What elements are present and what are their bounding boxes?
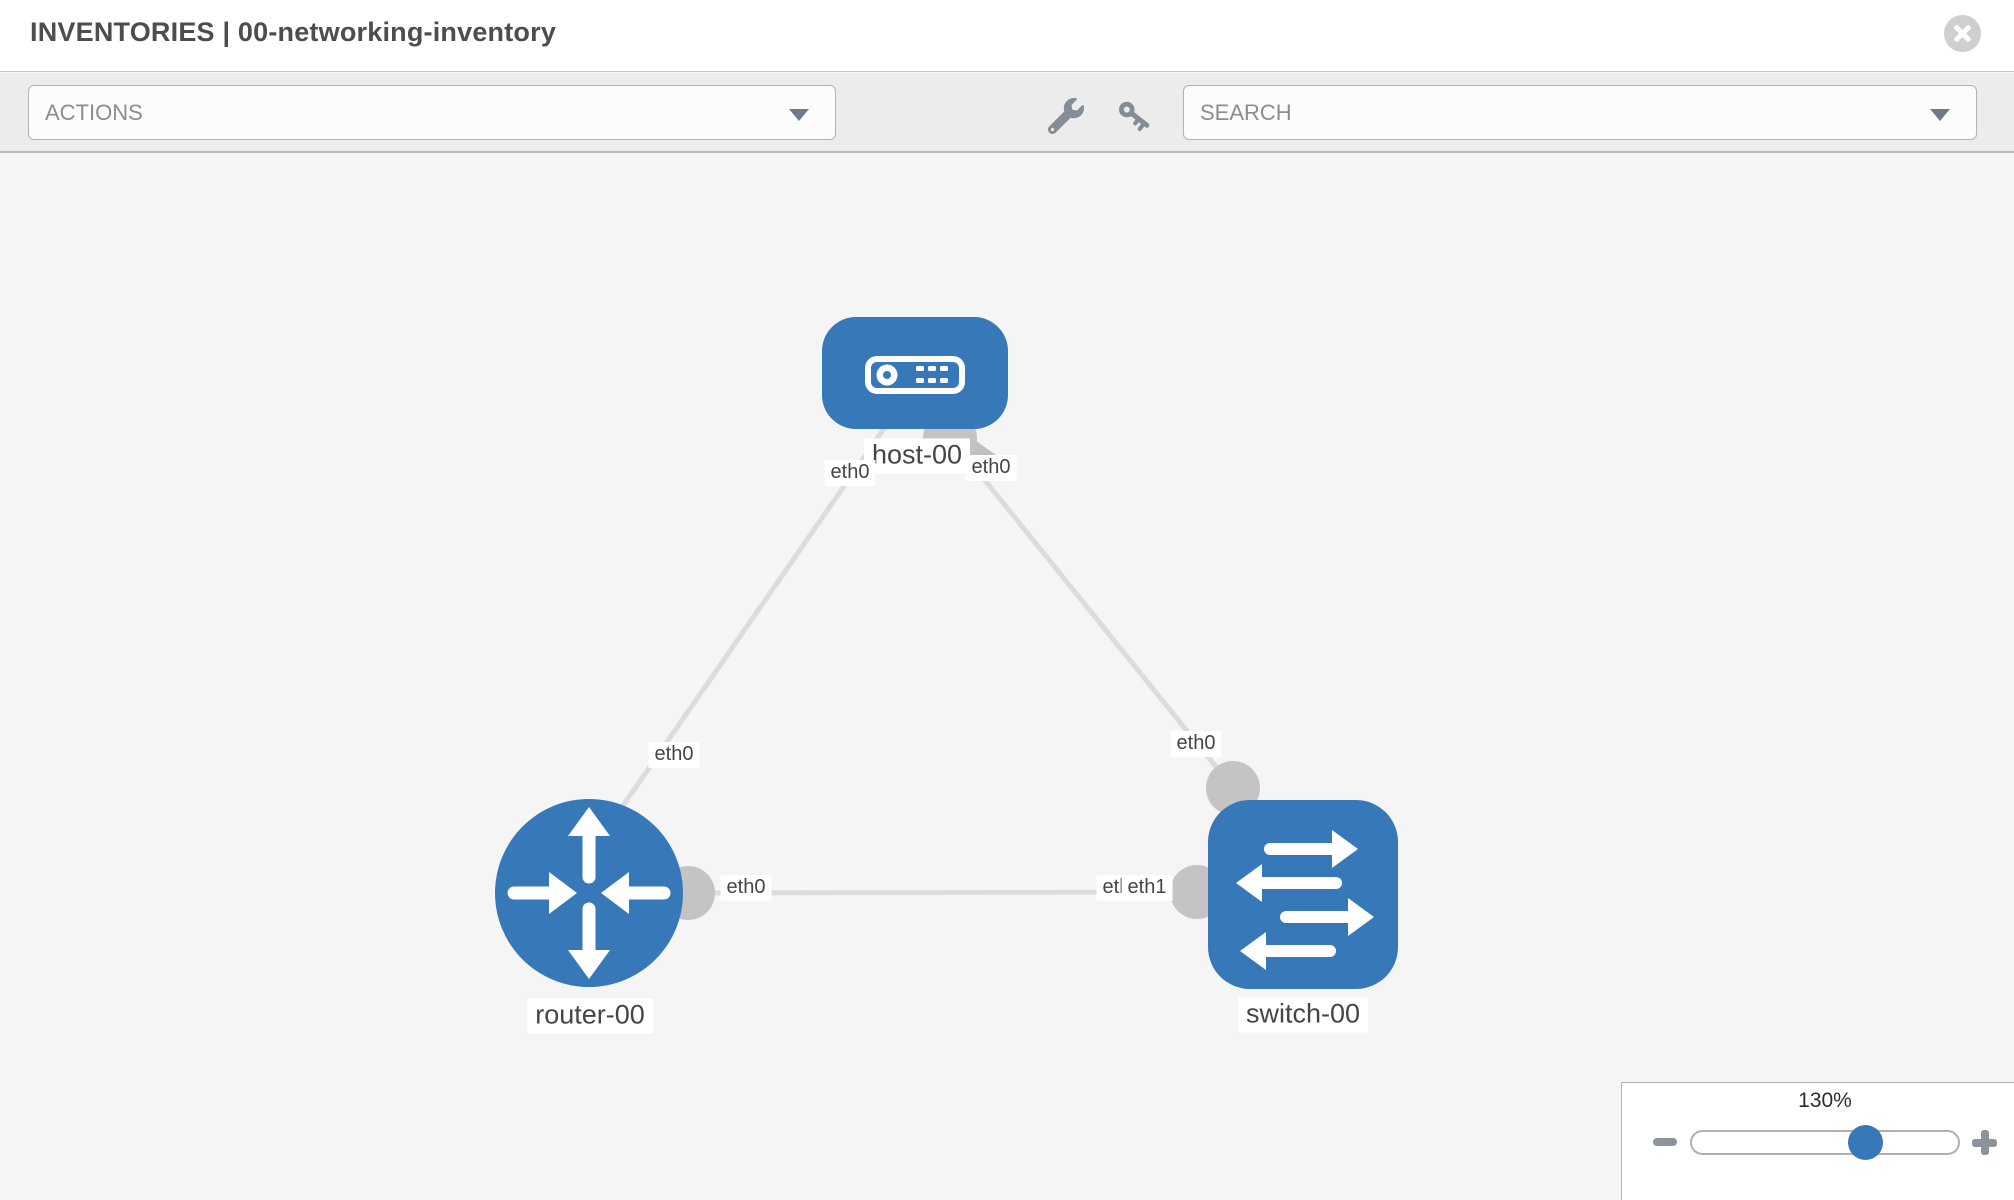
tools-button[interactable] xyxy=(1043,93,1089,139)
zoom-panel: 130% xyxy=(1621,1082,2014,1200)
node-label-switch: switch-00 xyxy=(1237,997,1369,1033)
topology-canvas[interactable]: host-00 router-00 switch-00 eth0 eth0 et… xyxy=(0,155,2014,1200)
zoom-slider-thumb[interactable] xyxy=(1848,1125,1883,1160)
search-dropdown-label: SEARCH xyxy=(1200,100,1292,125)
wrench-icon xyxy=(1048,98,1084,134)
chevron-down-icon xyxy=(789,109,809,121)
router-icon xyxy=(507,807,671,979)
close-button[interactable] xyxy=(1944,15,1981,52)
zoom-out-button[interactable] xyxy=(1653,1138,1677,1146)
toolbar: ACTIONS SEARCH xyxy=(0,73,2014,153)
plus-icon xyxy=(1980,1130,1989,1155)
titlebar: INVENTORIES | 00-networking-inventory xyxy=(0,0,2014,72)
key-icon xyxy=(1119,101,1150,132)
zoom-in-button[interactable] xyxy=(1972,1130,1997,1155)
if-label-switch-to-router: eth1 xyxy=(1121,875,1173,901)
if-label-host-to-router: eth0 xyxy=(824,460,876,486)
node-router-00[interactable] xyxy=(495,799,683,987)
node-switch-00[interactable] xyxy=(1208,800,1398,989)
link-host-switch xyxy=(948,435,1235,790)
actions-dropdown[interactable]: ACTIONS xyxy=(28,85,836,140)
page-title: INVENTORIES | 00-networking-inventory xyxy=(30,17,557,47)
actions-dropdown-label: ACTIONS xyxy=(45,100,143,125)
if-label-switch-to-host: eth0 xyxy=(1170,731,1222,757)
chevron-down-icon xyxy=(1930,109,1950,121)
switch-icon xyxy=(1236,830,1374,970)
search-dropdown[interactable]: SEARCH xyxy=(1183,85,1977,140)
host-icon xyxy=(865,356,965,394)
if-label-host-to-switch: eth0 xyxy=(965,455,1017,481)
zoom-level-text: 130% xyxy=(1798,1089,1852,1112)
if-label-router-to-switch: eth0 xyxy=(720,875,772,901)
node-label-router: router-00 xyxy=(527,998,653,1034)
if-label-router-to-host: eth0 xyxy=(648,742,700,768)
zoom-slider-track[interactable] xyxy=(1690,1130,1960,1155)
node-host-00[interactable] xyxy=(822,317,1008,429)
interface-dots xyxy=(661,411,1260,920)
credentials-button[interactable] xyxy=(1112,93,1158,139)
node-label-host: host-00 xyxy=(863,438,971,474)
link-lines xyxy=(619,425,1235,896)
